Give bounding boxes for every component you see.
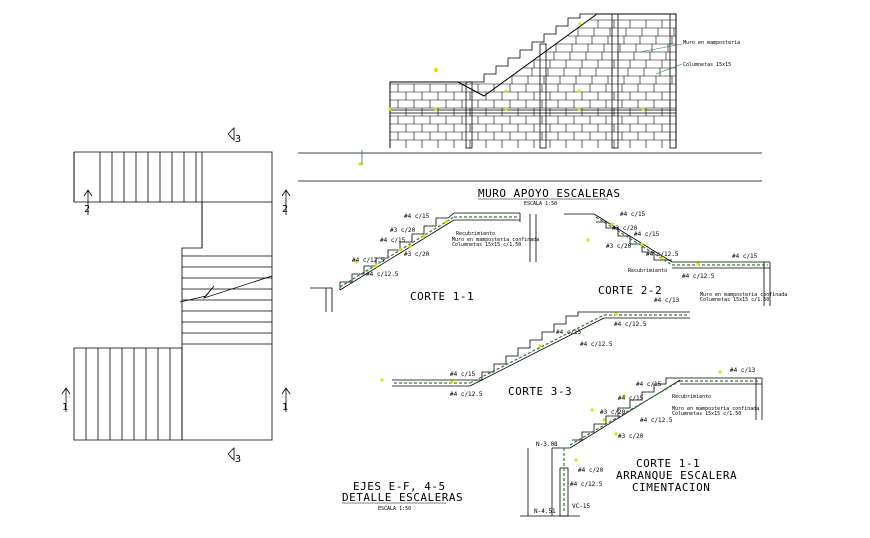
- wall-elevation: Muro en mamposteria Columnetas 15x15 MUR…: [298, 13, 762, 207]
- rebar-label: #4 c/15: [450, 371, 476, 378]
- rebar-label: #4 c/12.5: [366, 271, 399, 278]
- section-1-1-title: CORTE 1-1: [410, 290, 474, 303]
- rebar-label: #4 c/12.5: [682, 273, 715, 280]
- note-wall: Muro en mamposteria confinada: [672, 406, 759, 412]
- rebar-label: #4 c/15: [556, 329, 582, 336]
- rebar-label: #3 c/20: [618, 433, 644, 440]
- foundation-title-3: CIMENTACION: [632, 481, 710, 494]
- section-mark-2-right: 2: [282, 204, 288, 215]
- rebar-label: #4 c/12.5: [570, 481, 603, 488]
- section-3-3-title: CORTE 3-3: [508, 385, 572, 398]
- note-columns: Columnetas 15x15 c/1.50: [700, 297, 769, 303]
- rebar-label: #4 c/12.5: [352, 257, 385, 264]
- foundation-title-2: ARRANQUE ESCALERA: [616, 469, 737, 482]
- rebar-label: #3 c/20: [390, 227, 416, 234]
- note-reinforcement: Recubrimiento: [456, 231, 495, 237]
- section-3-3: #4 c/13 #4 c/12.5 #4 c/15 #4 c/12.5 #4 c…: [380, 297, 690, 398]
- rebar-label: #4 c/13: [654, 297, 680, 304]
- level-bottom: N-4.51: [534, 508, 556, 515]
- section-2-2-title: CORTE 2-2: [598, 284, 662, 297]
- rebar-label: #3 c/20: [404, 251, 430, 258]
- note-wall-masonry: Muro en mamposteria: [683, 40, 740, 46]
- rebar-label: #4 c/12.5: [450, 391, 483, 398]
- note-wall-columns: Columnetas 15x15: [683, 62, 731, 68]
- rebar-label: #4 c/12.5: [640, 417, 673, 424]
- rebar-label: #4 c/12.5: [646, 251, 679, 258]
- section-foundation: #4 c/13 #4 c/15 #4 c/15 #3 c/20 #4 c/12.…: [520, 367, 763, 517]
- rebar-label: #4 c/15: [732, 253, 758, 260]
- rebar-label: #4 c/15: [380, 237, 406, 244]
- section-1-1: #4 c/15 #3 c/20 #4 c/15 #3 c/20 #4 c/12.…: [310, 212, 539, 312]
- wall-elevation-scale: ESCALA 1:50: [524, 201, 557, 207]
- section-marks: [61, 127, 291, 461]
- rebar-label: #3 c/20: [600, 409, 626, 416]
- rebar-label: #4 c/20: [578, 467, 604, 474]
- rebar-label: #4 c/15: [404, 213, 430, 220]
- section-mark-2-left: 2: [84, 204, 90, 215]
- stair-plan: [73, 151, 273, 441]
- rebar-label: #3 c/20: [606, 243, 632, 250]
- rebar-label: #3 c/20: [612, 225, 638, 232]
- rebar-label: #4 c/12.5: [580, 341, 613, 348]
- section-mark-3-bottom: 3: [235, 454, 241, 465]
- section-mark-1-right: 1: [282, 402, 288, 413]
- section-2-2: #4 c/15 #3 c/20 #4 c/15 #3 c/20 #4 c/12.…: [529, 211, 787, 306]
- plan-caption-title: DETALLE ESCALERAS: [342, 491, 463, 504]
- plan-caption-scale: ESCALA 1:50: [378, 506, 411, 512]
- note-reinforcement: Recubrimiento: [672, 394, 711, 400]
- rebar-label: #4 c/15: [618, 395, 644, 402]
- rebar-label: #4 c/15: [636, 381, 662, 388]
- note-columns: Columnetas 15x15 c/1.50: [672, 411, 741, 417]
- note-wall: Muro en mamposteria confinada: [452, 237, 539, 243]
- note-reinforcement: Recubrimiento: [628, 268, 667, 274]
- section-mark-3-top: 3: [235, 134, 241, 145]
- beam-label: VC-15: [572, 503, 590, 510]
- brick-courses: [389, 19, 676, 148]
- plan-caption-axes: EJES E-F, 4-5: [353, 480, 446, 493]
- note-columns: Columnetas 15x15 c/1.50: [452, 242, 521, 248]
- wall-columns: [465, 13, 677, 149]
- level-top: N-3.08: [536, 441, 558, 448]
- foundation-title-1: CORTE 1-1: [636, 457, 700, 470]
- wall-elevation-title: MURO APOYO ESCALERAS: [478, 187, 620, 200]
- rebar-label: #4 c/13: [730, 367, 756, 374]
- section-mark-1-left: 1: [62, 402, 68, 413]
- rebar-label: #4 c/12.5: [614, 321, 647, 328]
- rebar-label: #4 c/15: [634, 231, 660, 238]
- note-wall: Muro en mamposteria confinada: [700, 292, 787, 298]
- rebar-label: #4 c/15: [620, 211, 646, 218]
